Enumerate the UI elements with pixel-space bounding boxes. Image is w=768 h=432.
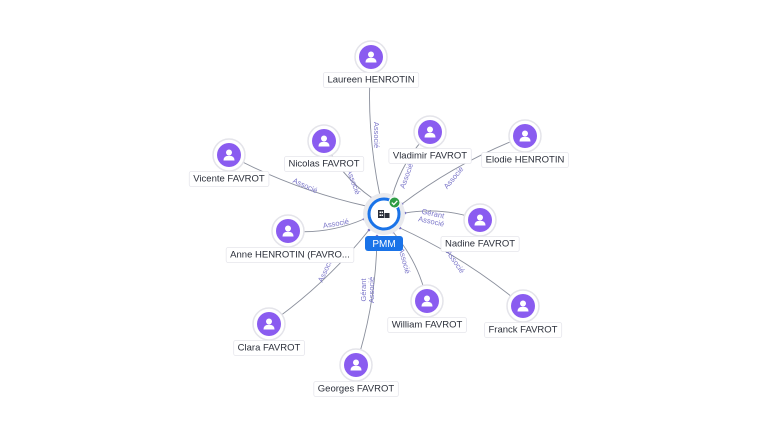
person-node-laureen[interactable]: Laureen HENROTIN [323, 40, 420, 88]
person-name-label-bg [225, 247, 355, 263]
person-node-vladimir[interactable]: Vladimir FAVROT [388, 115, 472, 164]
person-name-label-bg [188, 171, 270, 187]
person-name-label: Georges FAVROT [318, 384, 395, 395]
company-name: PMM [372, 239, 395, 250]
person-name-label: Clara FAVROT [238, 343, 301, 354]
edge-role-label: Gérant [359, 278, 368, 302]
company-label-bg [365, 236, 403, 251]
person-name-label: Laureen HENROTIN [327, 75, 414, 86]
person-icon [365, 51, 377, 63]
person-icon [519, 130, 531, 142]
person-icon [223, 149, 235, 161]
person-node-nicolas[interactable]: Nicolas FAVROT [284, 124, 365, 172]
person-node-georges[interactable]: Georges FAVROT [313, 348, 399, 397]
edge-role-label: Associé [367, 277, 376, 303]
person-name-label-bg [313, 381, 399, 397]
edge-role-label: Associé [345, 168, 362, 196]
verified-check-icon [388, 196, 401, 209]
person-name-label: William FAVROT [392, 320, 463, 331]
person-name-label-bg [387, 317, 467, 333]
person-icon [350, 359, 362, 371]
person-icon [318, 135, 330, 147]
person-name-label-bg [484, 322, 563, 338]
person-name-label: Franck FAVROT [489, 325, 558, 336]
nodes-layer: Laureen HENROTIN Nicolas FAVROT Vladimir F… [188, 40, 569, 397]
person-icon [517, 300, 529, 312]
person-icon [263, 318, 275, 330]
person-node-william[interactable]: William FAVROT [387, 284, 467, 333]
edge-role-label: Associé [322, 217, 349, 230]
person-icon [421, 295, 433, 307]
person-name-label: Elodie HENROTIN [486, 155, 565, 166]
person-node-vicente[interactable]: Vicente FAVROT [188, 138, 270, 187]
person-icon [282, 225, 294, 237]
person-name-label-bg [233, 340, 305, 356]
person-name-label: Nicolas FAVROT [288, 159, 359, 170]
person-node-anne[interactable]: Anne HENROTIN (FAVRO... [225, 214, 355, 263]
person-name-label-bg [284, 156, 365, 172]
person-name-label-bg [323, 72, 420, 88]
person-name-label: Nadine FAVROT [445, 239, 515, 250]
edge-role-label: Associé [372, 122, 381, 148]
edge-arrow-clara [367, 228, 371, 232]
person-name-label: Vladimir FAVROT [393, 151, 467, 162]
person-node-franck[interactable]: Franck FAVROT [484, 289, 563, 338]
person-name-label: Anne HENROTIN (FAVRO... [230, 250, 350, 261]
person-name-label-bg [440, 236, 520, 252]
person-node-clara[interactable]: Clara FAVROT [233, 307, 305, 356]
person-icon [424, 126, 436, 138]
edge-role-label: Associé [291, 176, 319, 195]
edge-franck [399, 227, 524, 307]
person-node-nadine[interactable]: Nadine FAVROT [440, 203, 520, 252]
edge-vicente [228, 154, 367, 207]
person-node-elodie[interactable]: Elodie HENROTIN [481, 119, 569, 168]
edge-role-label: Associé [398, 162, 415, 190]
company-node[interactable]: PMM [363, 193, 405, 251]
person-name-label-bg [481, 152, 569, 168]
person-icon [474, 214, 486, 226]
edge-role-label: Associé [397, 247, 412, 275]
edge-role-label: Associé [442, 165, 466, 191]
person-name-label: Vicente FAVROT [193, 174, 265, 185]
person-name-label-bg [388, 148, 472, 164]
company-building-icon [378, 210, 390, 218]
